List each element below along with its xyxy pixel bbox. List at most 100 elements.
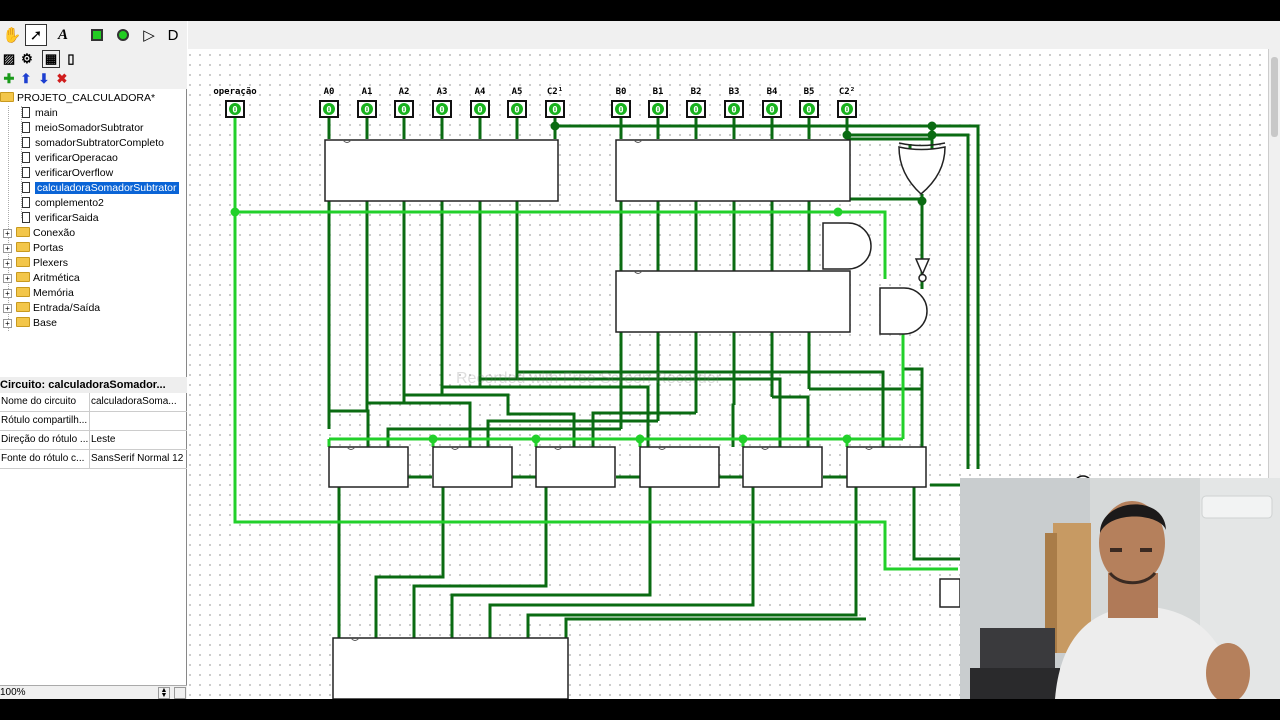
tree-circuit-item[interactable]: main xyxy=(22,106,58,121)
tree-library-folder[interactable]: +Memória xyxy=(0,286,74,301)
resize-grip-icon[interactable] xyxy=(174,687,186,699)
simulation-tree-icon[interactable]: ⚙ xyxy=(21,51,33,66)
wire xyxy=(564,617,866,699)
tree-circuit-item[interactable]: verificarSaida xyxy=(22,211,99,226)
prop-row[interactable]: Rótulo compartilh... xyxy=(0,412,187,431)
wire-junction xyxy=(842,434,852,444)
a-input-pin-label: A0 xyxy=(324,87,335,97)
wire xyxy=(526,487,858,699)
prop-row[interactable]: Fonte do rótulo c...SansSerif Normal 12 xyxy=(0,450,187,469)
subcircuit-notch xyxy=(450,446,460,450)
tree-library-folder[interactable]: +Conexão xyxy=(0,226,75,241)
tree-library-folder[interactable]: +Aritmética xyxy=(0,271,80,286)
pin-input-tool-icon[interactable] xyxy=(86,24,108,46)
a-input-pin-led xyxy=(361,103,373,115)
expand-icon[interactable]: + xyxy=(3,289,12,298)
b-input-pin-led xyxy=(728,103,740,115)
tree-library-folder[interactable]: +Base xyxy=(0,316,57,331)
full-adder-block xyxy=(328,446,409,488)
layout-view-icon[interactable]: ▯ xyxy=(67,51,75,66)
b-input-pin-value: 0 xyxy=(806,106,811,116)
webcam-person-image xyxy=(960,478,1280,699)
folder-icon xyxy=(16,272,30,282)
view-toolbar: ▨ ⚙ ▦ ▯ xyxy=(0,49,187,69)
not-gate-bubble xyxy=(918,273,927,283)
appearance-view-icon[interactable]: ▦ xyxy=(42,50,60,68)
move-up-icon[interactable]: ⬆ xyxy=(20,71,32,86)
add-circuit-icon[interactable]: ✚ xyxy=(3,71,15,86)
wire-junction xyxy=(531,434,541,444)
logisim-window: ✋ ➚ A ▷ D ▨ ⚙ ▦ ▯ ✚ ⬆ ⬇ ✖ PROJETO_CALCUL… xyxy=(0,21,1280,699)
b-input-pin-value: 0 xyxy=(844,106,849,116)
circuit-chip-icon xyxy=(22,137,30,148)
xor-gate-curve xyxy=(898,142,946,147)
full-adder-block xyxy=(432,446,513,488)
tree-circuit-item[interactable]: verificarOverflow xyxy=(22,166,113,181)
b-input-pin-label: B0 xyxy=(616,87,627,97)
prop-row[interactable]: Direção do rótulo ...Leste xyxy=(0,431,187,450)
pin-output-tool-icon[interactable] xyxy=(112,24,134,46)
delete-circuit-icon[interactable]: ✖ xyxy=(56,71,68,86)
a-input-pin-label: A3 xyxy=(437,87,448,97)
expand-icon[interactable]: + xyxy=(3,319,12,328)
tree-circuit-item[interactable]: somadorSubtratorCompleto xyxy=(22,136,164,151)
properties-title: Circuito: calculadoraSomador... xyxy=(0,377,187,393)
xor-gate xyxy=(898,146,946,195)
full-adder-block xyxy=(742,446,823,488)
text-tool-icon[interactable]: A xyxy=(57,26,68,43)
scroll-thumb[interactable] xyxy=(1271,57,1278,137)
wire xyxy=(442,385,650,447)
not-gate-tool-icon[interactable]: ▷ xyxy=(143,27,155,44)
and-gate xyxy=(879,287,928,335)
circuit-chip-icon xyxy=(22,107,30,118)
a-input-pin-label: A4 xyxy=(475,87,486,97)
hand-poke-tool-icon[interactable]: ✋ xyxy=(2,27,22,44)
select-tool-icon[interactable]: ➚ xyxy=(25,24,47,46)
webcam-overlay xyxy=(960,478,1280,699)
expand-icon[interactable]: + xyxy=(3,229,12,238)
zoom-spinner[interactable]: ▲▼ xyxy=(158,687,170,699)
subcircuit-notch xyxy=(346,446,356,450)
folder-icon xyxy=(16,302,30,312)
and-gate xyxy=(822,222,872,270)
expand-icon[interactable]: + xyxy=(3,244,12,253)
overflow-block xyxy=(939,578,961,608)
expand-icon[interactable]: + xyxy=(3,274,12,283)
a-input-pin-value: 0 xyxy=(477,106,482,116)
tree-circuit-item[interactable]: complemento2 xyxy=(22,196,104,211)
a-input-pin-led xyxy=(549,103,561,115)
toolbox-view-icon[interactable]: ▨ xyxy=(2,51,16,66)
subcircuit-notch xyxy=(760,446,770,450)
recorder-watermark: Recorded with Free Screen Recorder xyxy=(456,370,722,387)
expand-icon[interactable]: + xyxy=(3,259,12,268)
subcircuit-notch xyxy=(553,446,563,450)
tree-library-folder[interactable]: +Plexers xyxy=(0,256,68,271)
wire xyxy=(847,133,970,469)
expand-icon[interactable]: + xyxy=(3,304,12,313)
tree-library-folder[interactable]: +Entrada/Saída xyxy=(0,301,100,316)
tree-circuit-item[interactable]: meioSomadorSubtrator xyxy=(22,121,144,136)
subcircuit-notch xyxy=(657,446,667,450)
and-gate-tool-icon[interactable]: D xyxy=(167,26,179,44)
wire xyxy=(233,117,958,571)
circuit-chip-icon xyxy=(22,152,30,163)
wire-junction xyxy=(833,207,843,217)
b-input-pin-value: 0 xyxy=(731,106,736,116)
tree-circuit-item[interactable]: calculadoraSomadorSubtrator xyxy=(22,181,179,196)
folder-icon xyxy=(16,242,30,252)
tree-library-folder[interactable]: +Portas xyxy=(0,241,63,256)
b-input-pin-value: 0 xyxy=(769,106,774,116)
tree-circuit-item[interactable]: verificarOperacao xyxy=(22,151,118,166)
tree-project-root[interactable]: PROJETO_CALCULADORA* xyxy=(0,91,155,106)
circuit-chip-icon xyxy=(22,197,30,208)
a-input-pin-led xyxy=(474,103,486,115)
wire-junction xyxy=(738,434,748,444)
folder-icon xyxy=(16,287,30,297)
wire xyxy=(517,370,885,447)
subcircuit-notch xyxy=(350,637,360,641)
move-down-icon[interactable]: ⬇ xyxy=(38,71,50,86)
circuit-chip-icon xyxy=(22,212,30,223)
